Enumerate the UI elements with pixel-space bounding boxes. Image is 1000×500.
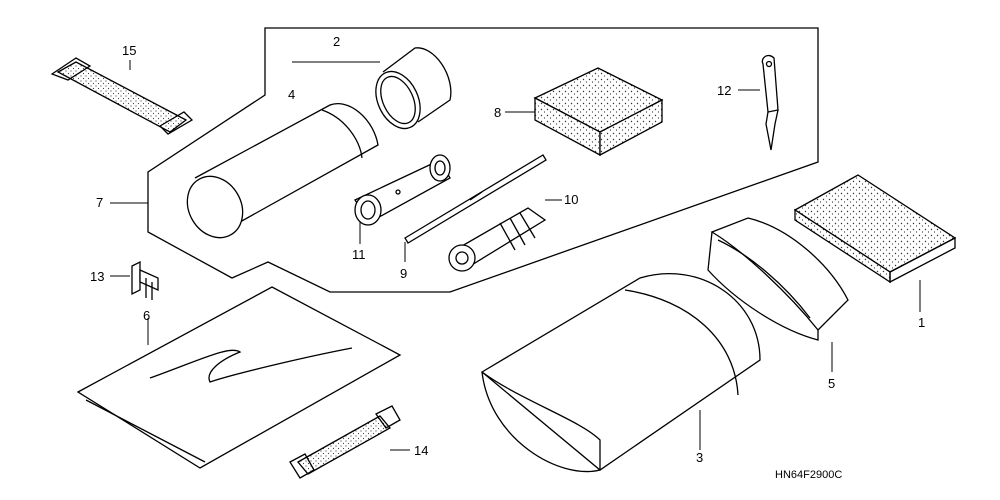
- strap-15: [50, 57, 194, 135]
- label-part-13: 13: [90, 269, 104, 284]
- label-part-6: 6: [143, 308, 150, 323]
- bag-6: [76, 286, 402, 469]
- tool-bag-outline: [147, 27, 819, 293]
- label-part-7: 7: [96, 195, 103, 210]
- label-part-3: 3: [696, 450, 703, 465]
- cushion-3: [480, 273, 761, 473]
- label-part-2: 2: [333, 34, 340, 49]
- box-wrench-11: [354, 154, 451, 226]
- cap-2: [375, 47, 452, 130]
- label-part-12: 12: [717, 83, 731, 98]
- screwdriver-9: [404, 154, 547, 244]
- label-part-15: 15: [122, 43, 136, 58]
- label-part-11: 11: [352, 247, 366, 262]
- cylinder-case-4: [186, 102, 379, 239]
- diagram-code: HN64F2900C: [775, 469, 842, 481]
- label-part-1: 1: [918, 315, 925, 330]
- label-part-10: 10: [564, 192, 578, 207]
- label-part-5: 5: [828, 376, 835, 391]
- leader-lines: [110, 60, 921, 451]
- tool-12: [761, 54, 779, 151]
- label-part-8: 8: [494, 105, 501, 120]
- clip-13: [131, 260, 159, 300]
- label-part-4: 4: [288, 87, 295, 102]
- screwdriver-handle-10: [448, 207, 547, 272]
- label-part-9: 9: [400, 266, 407, 281]
- sponge-8: [533, 67, 664, 157]
- strap-14: [289, 405, 401, 479]
- pad-1: [793, 174, 957, 284]
- label-part-14: 14: [414, 443, 428, 458]
- ring-5: [707, 217, 849, 341]
